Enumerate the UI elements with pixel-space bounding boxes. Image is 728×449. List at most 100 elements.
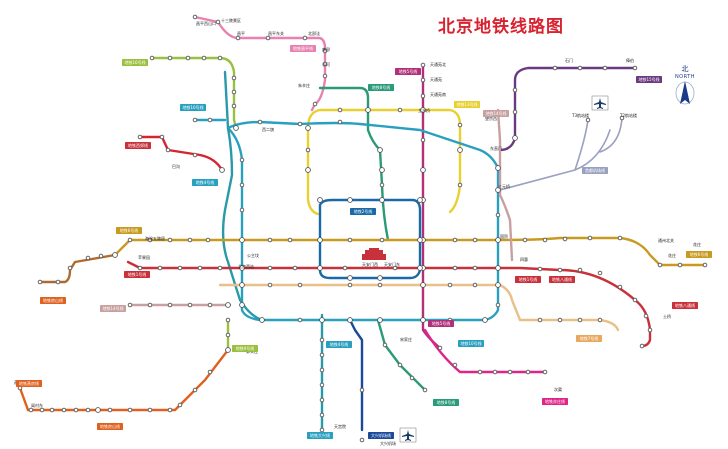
station-label: 北京西站 [238,263,254,269]
line-badge-line6e: 地铁6号线 [686,251,712,258]
station-label: 天通苑 [430,76,442,82]
airplane-icon-capital [591,95,609,111]
line-badge-line8s: 地铁8号线 [433,399,459,406]
line-airport-express [499,117,623,191]
line-badge-yanfang: 地铁燕房线 [16,380,42,387]
station-label: 昌平 [237,31,245,36]
svg-text:地铁亦庄线: 地铁亦庄线 [545,398,565,404]
airplane-icon-daxing [399,427,417,443]
svg-text:地铁5号线: 地铁5号线 [399,68,418,74]
line-badge-line10s: 地铁10号线 [458,340,484,347]
svg-text:首都机场线: 首都机场线 [585,167,605,173]
line-16 [150,56,238,130]
svg-text:地铁8号线: 地铁8号线 [372,84,391,90]
line-13-west [306,126,320,216]
line-badge-line6: 地铁6号线 [116,227,142,234]
compass-en: NORTH [674,74,696,80]
line-yizhuang [423,328,547,374]
svg-text:地铁10号线: 地铁10号线 [182,104,203,110]
line-badge-fangshan: 地铁房山线 [40,297,66,304]
svg-text:地铁4号线: 地铁4号线 [330,341,349,347]
line-badge-line1: 地铁1号线 [124,271,150,278]
svg-text:地铁1号线: 地铁1号线 [519,276,538,282]
station-label: 公主坟 [247,252,259,258]
line-badge-fangshan2: 地铁房山线 [97,423,123,430]
line-badge-line9: 地铁9号线 [232,345,258,352]
svg-text:地铁西郊线: 地铁西郊线 [128,142,148,148]
line-badge-changping: 地铁昌平线 [290,45,316,52]
station-label: 巴沟 [172,163,180,169]
station-label: 北邵洼 [308,30,320,36]
line-13 [306,108,462,214]
station-label: 海淀五路居 [145,235,165,241]
north-arrow-icon [675,81,695,105]
line-8-south [376,318,427,392]
station-label: 天宫院 [334,423,346,429]
line-changping [193,15,327,112]
svg-text:地铁8号线: 地铁8号线 [437,399,456,405]
line-fangshan [26,348,230,412]
station-label: T3航站楼 [571,112,589,118]
svg-text:地铁房山线: 地铁房山线 [100,423,120,429]
station-label: 天安门东 [384,261,400,267]
station-label: 阎村东 [31,402,43,408]
station-label: 望京西 [485,115,497,121]
line-badge-newairport: 大兴机场线 [368,432,394,439]
svg-text:地铁昌平线: 地铁昌平线 [293,45,313,51]
tiananmen-icon [362,248,386,260]
station-label: T2航站楼 [619,112,637,118]
svg-text:地铁房山线: 地铁房山线 [43,297,63,303]
station-label: 天通苑北 [430,61,446,67]
line-14-east [496,108,514,262]
stations [17,14,708,443]
line-badge-line16: 地铁16号线 [122,59,148,66]
svg-text:大兴机场线: 大兴机场线 [371,432,391,438]
svg-text:地铁1号线: 地铁1号线 [128,271,147,277]
station-label: 通州北关 [658,237,674,243]
line-badge-line13: 地铁13号线 [454,101,480,108]
svg-text:地铁4号线: 地铁4号线 [196,179,215,185]
line-badge-batong2: 地铁八通线 [672,302,698,309]
line-7 [218,283,620,332]
line-badge-daxing: 地铁大兴线 [307,432,333,439]
station-label: 天安门西 [362,261,378,267]
svg-text:地铁13号线: 地铁13号线 [456,101,477,107]
svg-text:地铁9号线: 地铁9号线 [236,345,255,351]
svg-text:地铁八通线: 地铁八通线 [675,302,695,308]
map-title: 北京地铁线路图 [438,17,564,37]
compass-cn: 北 [681,65,689,73]
station-label: 石门 [565,57,573,63]
svg-text:地铁6号线: 地铁6号线 [690,251,709,257]
svg-text:地铁燕房线: 地铁燕房线 [19,380,39,386]
station-label: 十三陵景区 [221,17,241,23]
station-label: 大兴机场 [380,440,396,446]
line-xijiao [138,135,224,172]
line-badge-line10: 地铁10号线 [180,104,206,111]
station-label: 花庄 [693,241,701,247]
line-1 [126,260,652,348]
svg-text:地铁14号线: 地铁14号线 [102,305,123,311]
line-badge-line4s: 地铁4号线 [326,341,352,348]
svg-text:地铁5号线: 地铁5号线 [432,320,451,326]
line-west-brown [38,253,117,284]
svg-text:地铁6号线: 地铁6号线 [120,227,139,233]
line-daxing-airport [348,318,364,432]
line-badge-batong: 地铁八通线 [549,276,575,283]
station-label: 沙河 [322,61,330,67]
svg-text:地铁大兴线: 地铁大兴线 [310,432,330,438]
line-badge-yizhuang: 地铁亦庄线 [542,398,568,405]
line-badges: 地铁昌平线地铁15号线地铁16号线地铁5号线地铁8号线地铁13号线地铁10号线地… [16,45,712,439]
line-badge-line4: 地铁4号线 [192,179,218,186]
line-8 [318,86,390,242]
line-4 [221,70,264,322]
line-badge-line14: 地铁14号线 [483,110,509,117]
station-label: 次渠 [554,386,562,392]
station-label: 土桥 [663,313,671,319]
line-6 [113,236,707,267]
svg-text:地铁14号线: 地铁14号线 [485,110,506,116]
station-label: 国贸 [500,233,508,239]
line-badge-line5top: 地铁5号线 [395,68,421,75]
line-15 [498,66,637,152]
svg-text:地铁八通线: 地铁八通线 [552,276,572,282]
